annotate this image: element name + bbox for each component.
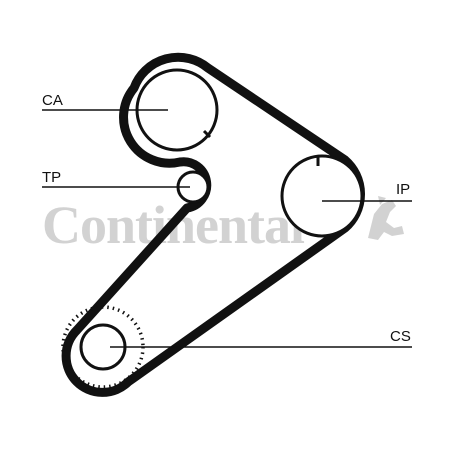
continental-watermark: Continental: [42, 195, 404, 255]
camshaft-pulley: [135, 68, 219, 152]
intermediate-pulley: [280, 154, 364, 238]
camshaft-timing-mark: [202, 129, 212, 139]
label-tp: TP: [42, 169, 61, 186]
label-cs: CS: [390, 328, 411, 345]
rearing-horse-icon: [368, 196, 404, 240]
label-ca: CA: [42, 92, 63, 109]
label-ip: IP: [396, 181, 410, 198]
